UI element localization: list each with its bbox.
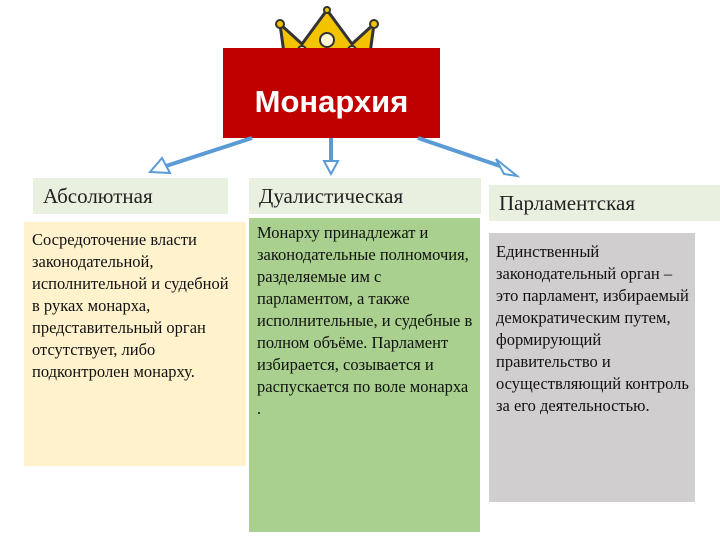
arrow-icon xyxy=(165,136,253,168)
arrow-icon xyxy=(417,136,501,168)
panel-dualistic: Монарху принадлежат и законодательные по… xyxy=(249,218,480,532)
heading-absolute: Абсолютная xyxy=(33,178,228,214)
title-box: Монархия xyxy=(223,48,440,138)
diagram-title: Монархия xyxy=(254,84,409,119)
heading-dualistic: Дуалистическая xyxy=(249,178,481,214)
panel-parliamentary: Единственный законодательный орган – это… xyxy=(489,233,695,502)
panel-absolute: Сосредоточение власти законодательной, и… xyxy=(24,222,246,466)
heading-parliamentary: Парламентская xyxy=(489,185,720,221)
arrow-icon xyxy=(322,160,340,177)
arrow-icon xyxy=(147,156,172,175)
arrow-icon xyxy=(495,158,521,178)
